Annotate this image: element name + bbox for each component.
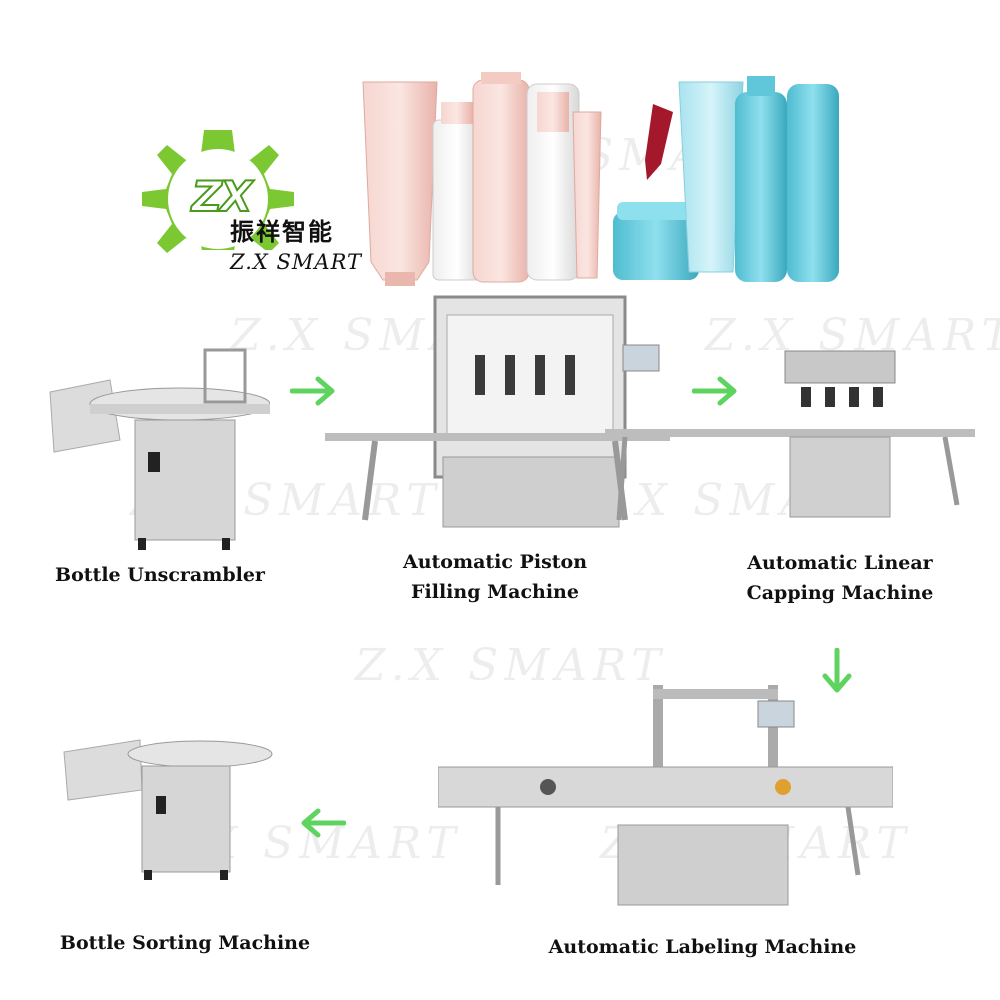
brand-name-en: Z.X SMART [230, 250, 363, 274]
arrow-right-icon [290, 376, 336, 406]
brand-name-cn: 振祥智能 [230, 218, 334, 246]
watermark: Z.X SMART [355, 640, 667, 691]
arrow-left-icon [300, 808, 346, 838]
caption-line: Bottle Unscrambler [55, 564, 265, 586]
arrow-down-icon [822, 648, 852, 694]
caption-line: Capping Machine [746, 582, 934, 604]
caption-line: Filling Machine [411, 581, 579, 603]
arrow-right-icon [692, 376, 738, 406]
caption-bottle-sorting: Bottle Sorting Machine [30, 928, 340, 958]
gear-icon [142, 130, 294, 290]
piston-filling-machine-image [325, 295, 670, 535]
linear-capping-machine-image [605, 345, 975, 530]
logo-letters: ZX [191, 171, 254, 222]
caption-line: Automatic Piston [402, 551, 588, 573]
product-photo [355, 72, 845, 290]
caption-piston-filling: Automatic Piston Filling Machine [380, 547, 610, 607]
caption-line: Automatic Linear [747, 552, 933, 574]
bottle-unscrambler-image [40, 340, 270, 555]
brand-logo: ZX 振祥智能 Z.X SMART [118, 100, 368, 300]
caption-line: Bottle Sorting Machine [59, 932, 311, 954]
caption-linear-capping: Automatic Linear Capping Machine [722, 548, 958, 608]
caption-labeling-machine: Automatic Labeling Machine [505, 932, 900, 962]
caption-line: Automatic Labeling Machine [548, 936, 857, 958]
labeling-machine-image [438, 675, 893, 920]
bottle-sorting-machine-image [60, 730, 275, 885]
caption-bottle-unscrambler: Bottle Unscrambler [40, 560, 280, 590]
